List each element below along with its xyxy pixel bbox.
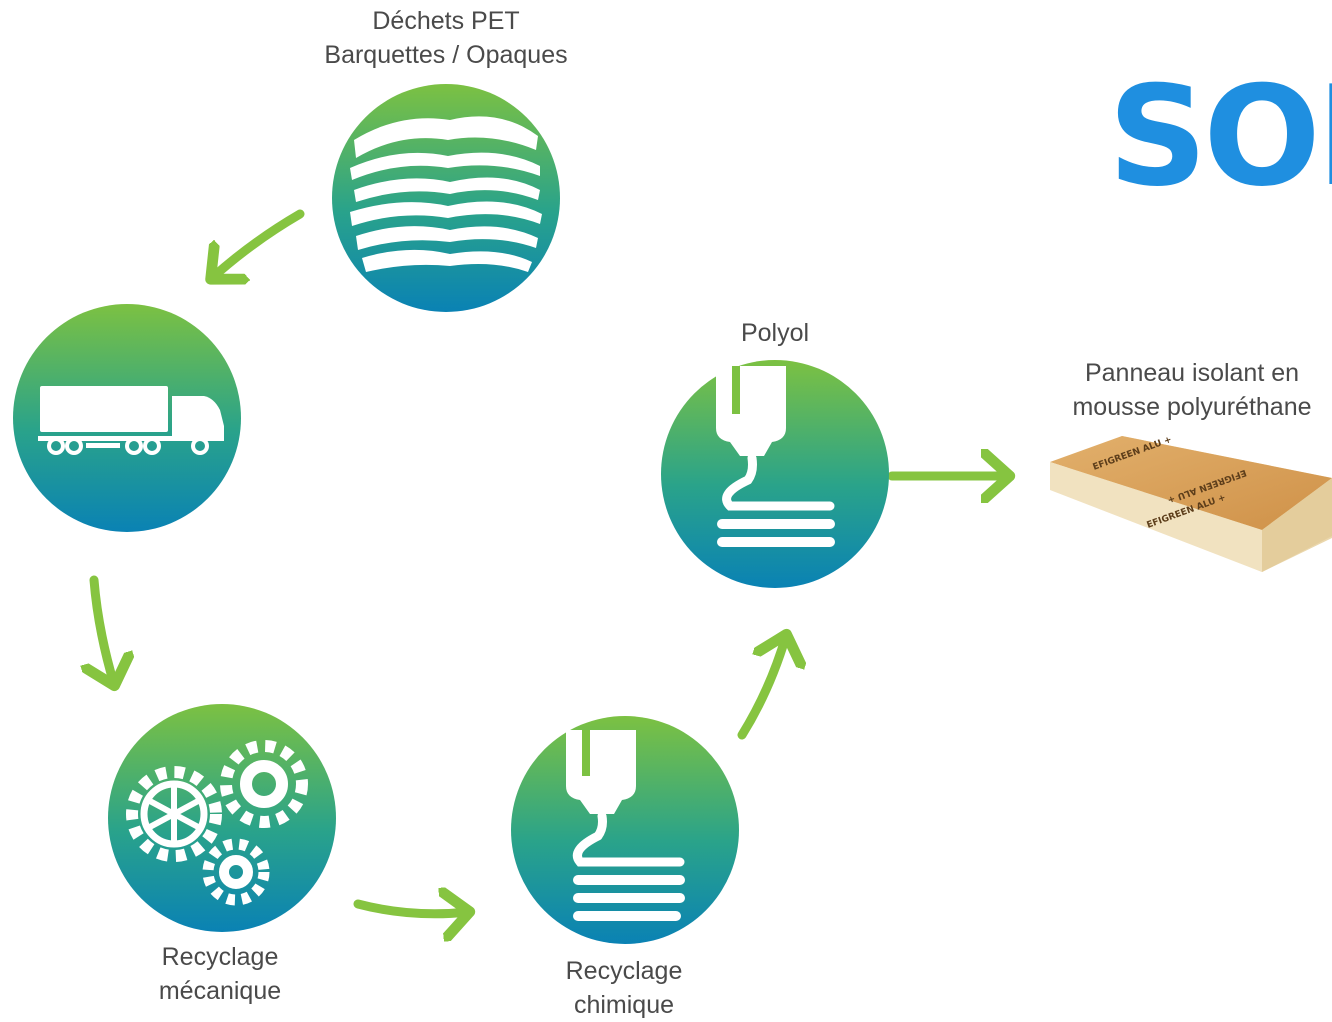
extrusion-nozzle-icon — [566, 730, 685, 921]
truck-icon — [38, 386, 224, 455]
panel-label-line1: Panneau isolant en — [1084, 359, 1300, 387]
truck-circle — [13, 304, 241, 532]
mechanical-label-line1: Recyclage — [161, 943, 279, 971]
waste-label: Déchets PET Barquettes / Opaques — [296, 4, 596, 72]
gears-circle — [108, 704, 336, 932]
stack-of-sheets-icon — [350, 116, 542, 272]
mechanical-label: Recyclage mécanique — [120, 940, 320, 1008]
waste-label-line1: Déchets PET — [372, 7, 520, 35]
brand-logo: SOI — [1108, 78, 1332, 196]
chemical-label-line1: Recyclage — [565, 957, 683, 985]
waste-label-line2: Barquettes / Opaques — [324, 41, 568, 69]
panel-label: Panneau isolant en mousse polyuréthane — [1052, 356, 1332, 424]
insulation-panel-image: EFIGREEN ALU + EFIGREEN ALU + EFIGREEN A… — [1050, 435, 1332, 572]
waste-circle — [332, 84, 560, 312]
arrow-waste-to-truck — [212, 209, 305, 278]
chemical-label-line2: chimique — [573, 991, 675, 1019]
gears-icon — [126, 740, 308, 906]
extrusion-nozzle-icon — [716, 366, 835, 547]
arrow-truck-to-gears — [94, 575, 114, 684]
brand-logo-text: SOI — [1108, 78, 1332, 196]
arrow-chemical-to-polyol — [737, 636, 786, 740]
chemical-circle — [511, 716, 739, 944]
polyol-label: Polyol — [700, 316, 850, 350]
polyol-label-line1: Polyol — [740, 319, 810, 347]
arrow-gears-to-chemical — [353, 904, 468, 914]
chemical-label: Recyclage chimique — [524, 954, 724, 1022]
panel-label-line2: mousse polyuréthane — [1072, 393, 1312, 421]
polyol-circle — [661, 360, 889, 588]
mechanical-label-line2: mécanique — [158, 977, 282, 1005]
